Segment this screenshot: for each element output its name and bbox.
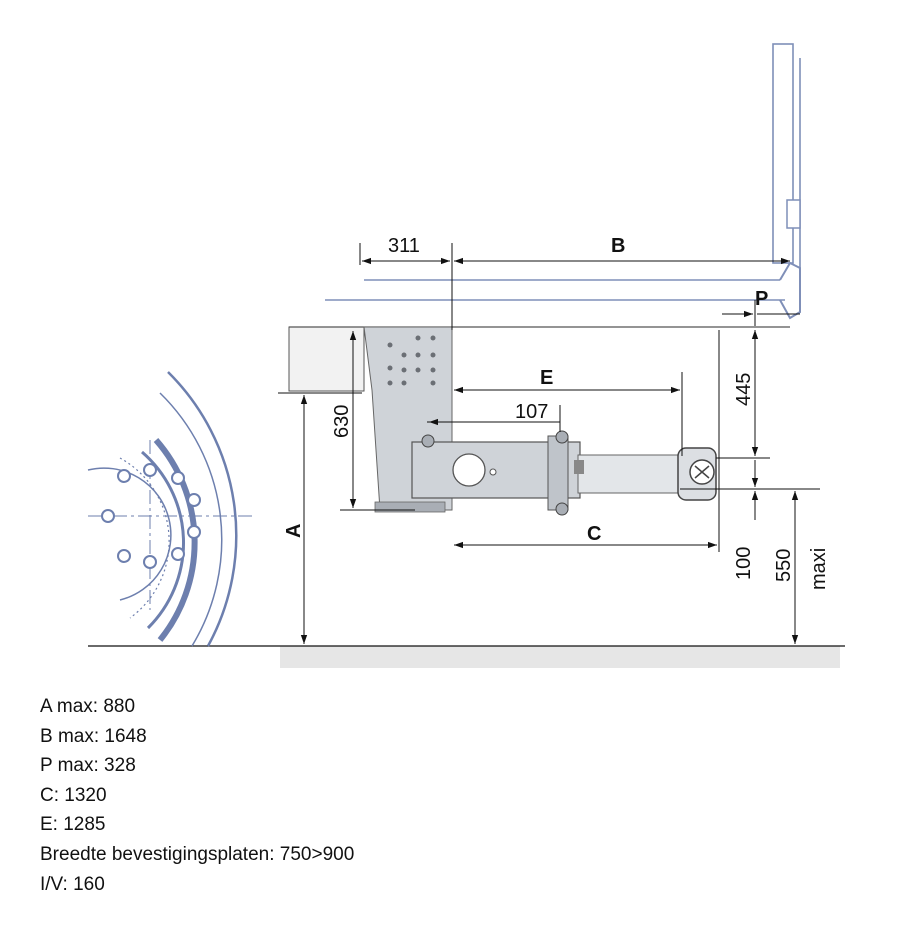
wheel-bolts [101, 463, 201, 569]
dim-e: E [540, 367, 553, 389]
spec-iv: I/V: 160 [40, 873, 105, 895]
spec-plate-width: Breedte bevestigingsplaten: 750>900 [40, 843, 355, 865]
spec-c: C: 1320 [40, 784, 107, 806]
dim-107: 107 [515, 401, 548, 423]
ground [88, 645, 845, 668]
spec-a-max: A max: 880 [40, 696, 136, 717]
dimension-lines [278, 243, 820, 644]
dim-445: 445 [733, 373, 755, 406]
dim-p: P [755, 288, 768, 310]
tail-lift-platform [325, 43, 801, 320]
dim-maxi: maxi [808, 548, 830, 590]
spec-b-max: B max: 1648 [40, 725, 147, 747]
technical-drawing: 311 B P E 107 630 A C 445 100 550 maxi [87, 43, 845, 668]
wheel [87, 371, 255, 647]
dim-a: A [283, 524, 305, 538]
underrun-bar [411, 430, 717, 516]
spec-e: E: 1285 [40, 814, 106, 836]
dim-550: 550 [773, 549, 795, 582]
spec-list: A max: 880 B max: 1648 P max: 328 C: 132… [40, 692, 354, 899]
dim-311: 311 [388, 235, 420, 257]
dim-b: B [611, 235, 625, 257]
dim-c: C [587, 523, 601, 545]
dim-630: 630 [331, 405, 353, 438]
dimension-labels: 311 B P E 107 630 A C 445 100 550 maxi [283, 235, 830, 590]
dim-100: 100 [733, 547, 755, 580]
spec-p-max: P max: 328 [40, 755, 136, 777]
